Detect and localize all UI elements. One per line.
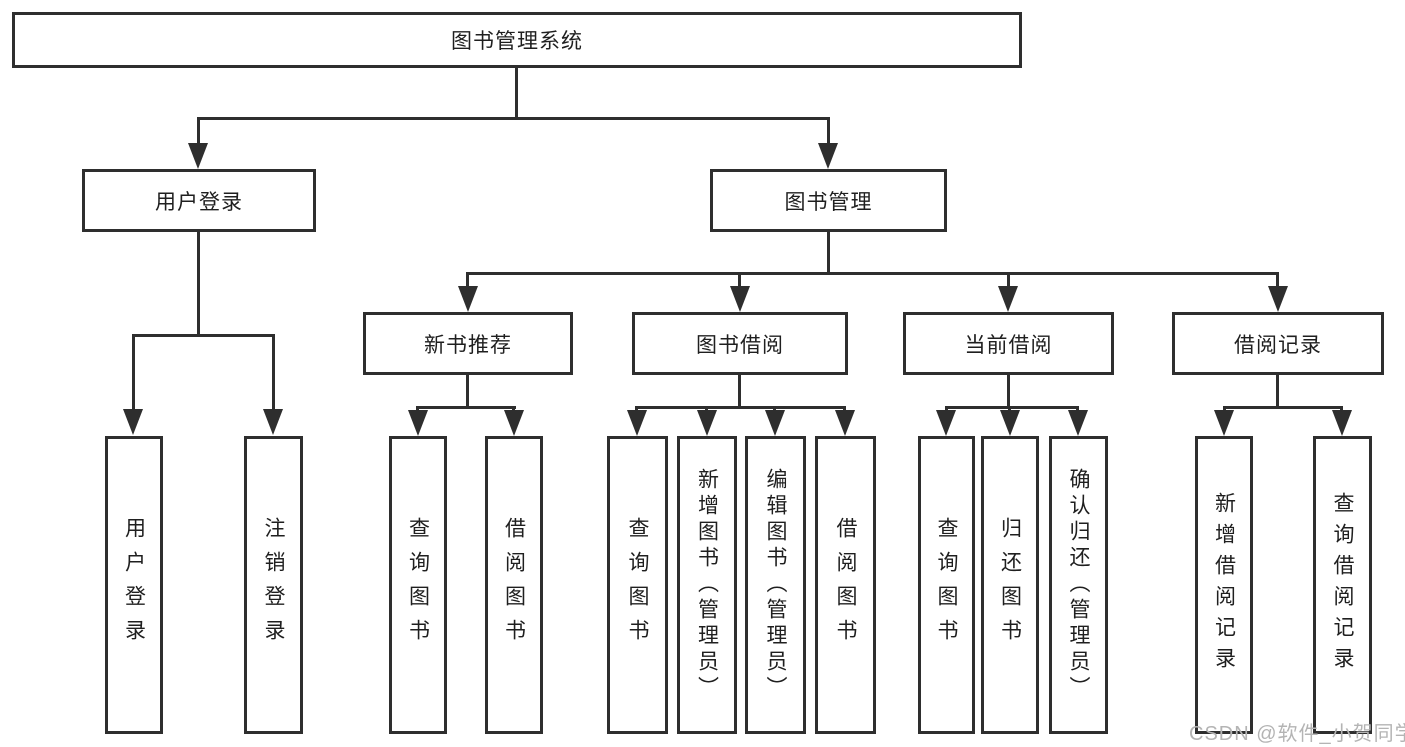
node-current-borrow: 当前借阅: [903, 312, 1114, 375]
arrowhead-cb-confirm: [1068, 410, 1088, 436]
connector-drop-book-borrow: [738, 272, 741, 288]
leaf-cb-query-books: 查询图书: [918, 436, 975, 734]
arrowhead-bb-edit: [765, 410, 785, 436]
leaf-nb-query-books-label: 查询图书: [406, 517, 430, 653]
leaf-user-login: 用户登录: [105, 436, 163, 734]
connector-borrow-record-stem: [1276, 375, 1279, 408]
leaf-bb-query-books: 查询图书: [607, 436, 668, 734]
connector-level3-rail: [466, 272, 1279, 275]
connector-book-borrow-stem: [738, 375, 741, 408]
connector-drop-logout-leaf: [272, 334, 275, 410]
connector-user-login-stem: [197, 232, 200, 335]
connector-current-borrow-stem: [1007, 375, 1010, 408]
leaf-br-add-record-label: 新增借阅记录: [1212, 492, 1236, 678]
arrowhead-user-login: [188, 143, 208, 169]
arrowhead-book-borrow: [730, 286, 750, 312]
connector-new-book-recommend-stem: [466, 375, 469, 408]
node-book-management-label: 图书管理: [784, 190, 873, 214]
arrowhead-new-book-recommend: [458, 286, 478, 312]
connector-user-login-rail: [132, 334, 274, 337]
arrowhead-bb-query: [627, 410, 647, 436]
connector-drop-book-management: [827, 117, 830, 144]
leaf-nb-borrow-books: 借阅图书: [485, 436, 543, 734]
leaf-bb-add-books-admin-label: 新增图书（管理员）: [695, 468, 719, 702]
leaf-bb-edit-books-admin: 编辑图书（管理员）: [745, 436, 806, 734]
arrowhead-br-add: [1214, 410, 1234, 436]
connector-book-management-stem: [827, 232, 830, 274]
leaf-cb-query-books-label: 查询图书: [935, 517, 958, 653]
arrowhead-nb-query: [408, 410, 428, 436]
node-user-login: 用户登录: [82, 169, 316, 232]
node-new-book-recommend-label: 新书推荐: [424, 333, 512, 357]
leaf-cb-confirm-return-admin: 确认归还（管理员）: [1049, 436, 1108, 734]
connector-level1-rail: [197, 117, 830, 120]
leaf-br-query-record-label: 查询借阅记录: [1331, 492, 1354, 678]
node-book-borrow: 图书借阅: [632, 312, 848, 375]
connector-drop-user-login: [197, 117, 200, 144]
arrowhead-nb-borrow: [504, 410, 524, 436]
arrowhead-logout-leaf: [263, 409, 283, 435]
leaf-logout: 注销登录: [244, 436, 303, 734]
leaf-bb-edit-books-admin-label: 编辑图书（管理员）: [764, 468, 787, 702]
leaf-bb-borrow-books: 借阅图书: [815, 436, 876, 734]
connector-root-stem: [515, 68, 518, 119]
node-root: 图书管理系统: [12, 12, 1022, 68]
connector-new-book-recommend-rail: [416, 406, 516, 409]
leaf-nb-query-books: 查询图书: [389, 436, 447, 734]
node-new-book-recommend: 新书推荐: [363, 312, 573, 375]
csdn-watermark: CSDN @软件_小贺同学: [1189, 723, 1405, 745]
leaf-bb-borrow-books-label: 借阅图书: [834, 517, 857, 653]
arrowhead-cb-query: [936, 410, 956, 436]
arrowhead-borrow-record: [1268, 286, 1288, 312]
leaf-cb-confirm-return-admin-label: 确认归还（管理员）: [1067, 468, 1090, 702]
node-current-borrow-label: 当前借阅: [964, 333, 1053, 357]
connector-drop-current-borrow: [1007, 272, 1010, 288]
node-borrow-record-label: 借阅记录: [1234, 333, 1322, 357]
node-root-label: 图书管理系统: [451, 30, 583, 53]
leaf-nb-borrow-books-label: 借阅图书: [502, 517, 526, 653]
node-user-login-label: 用户登录: [155, 190, 243, 214]
connector-drop-borrow-record: [1276, 272, 1279, 288]
arrowhead-bb-borrow: [835, 410, 855, 436]
leaf-br-query-record: 查询借阅记录: [1313, 436, 1372, 734]
node-book-management: 图书管理: [710, 169, 947, 232]
connector-borrow-record-rail: [1223, 406, 1343, 409]
arrowhead-user-login-leaf: [123, 409, 143, 435]
leaf-cb-return-books-label: 归还图书: [998, 517, 1022, 653]
connector-book-borrow-rail: [635, 406, 845, 409]
leaf-br-add-record: 新增借阅记录: [1195, 436, 1253, 734]
connector-current-borrow-rail: [945, 406, 1079, 409]
connector-drop-new-book-recommend: [466, 272, 469, 288]
connector-drop-user-login-leaf: [132, 334, 135, 410]
leaf-cb-return-books: 归还图书: [981, 436, 1039, 734]
arrowhead-bb-add: [697, 410, 717, 436]
arrowhead-br-query: [1332, 410, 1352, 436]
leaf-bb-query-books-label: 查询图书: [626, 517, 649, 653]
leaf-user-login-label: 用户登录: [122, 517, 146, 653]
node-borrow-record: 借阅记录: [1172, 312, 1384, 375]
node-book-borrow-label: 图书借阅: [696, 333, 784, 357]
leaf-bb-add-books-admin: 新增图书（管理员）: [677, 436, 737, 734]
arrowhead-current-borrow: [998, 286, 1018, 312]
leaf-logout-label: 注销登录: [262, 517, 285, 653]
arrowhead-book-management: [818, 143, 838, 169]
arrowhead-cb-return: [1000, 410, 1020, 436]
